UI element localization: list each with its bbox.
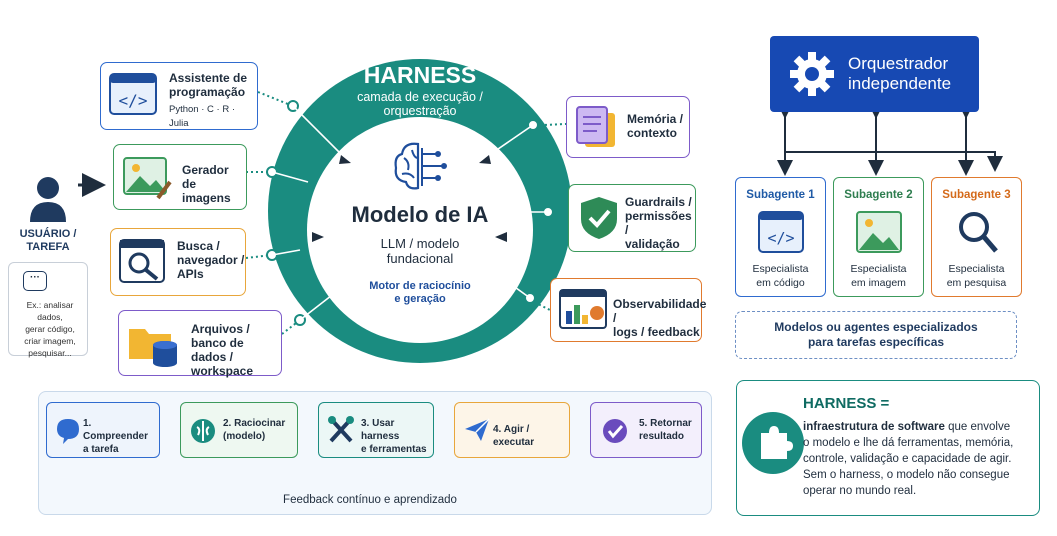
svg-text:</>: </> [119,91,148,110]
harness-ring-subtitle: camada de execução /orquestração [357,90,483,118]
puzzle-icon [741,411,805,480]
step-reason[interactable]: 2. Raciocinar(modelo) [180,402,298,458]
tool-memory-context[interactable]: Memória /contexto [566,96,690,158]
tool-files-database[interactable]: Arquivos /banco de dados /workspace [118,310,282,378]
tools-icon [327,415,355,450]
definition-title: HARNESS = [803,395,890,412]
subagent-research-title: Subagente 3 [942,189,1011,201]
connector-nodes [266,100,554,326]
tool-memory-label: Memória /contexto [627,112,684,140]
folder-database-icon [127,319,183,374]
code-window-icon: </> [758,211,804,258]
brain-circuit-icon [392,140,448,197]
image-icon [856,211,902,258]
harness-ring-title: HARNESS [363,62,477,88]
tool-observability-label: Observabilidade /logs / feedback [613,297,707,339]
orchestrator-connectors [777,103,1003,176]
user-examples: Ex.: analisar dados,gerar código, criar … [24,300,76,358]
subagent-image-title: Subagente 2 [844,189,913,201]
search-browser-icon [119,239,167,290]
step-act-label: 4. Agir / executar [493,424,535,448]
speech-bubble-icon [55,417,81,450]
tool-observability[interactable]: Observabilidade /logs / feedback [550,278,706,342]
image-paintbrush-icon [122,154,172,205]
magnifier-icon [956,209,1000,260]
user-example-card: ··· Ex.: analisar dados,gerar código, cr… [8,262,88,358]
check-circle-icon [601,417,629,450]
code-window-icon: </> [109,73,157,120]
tool-search-label: Busca /navegador /APIs [177,239,245,281]
ring-arrows [271,105,548,321]
paper-plane-icon [463,417,491,448]
tool-guardrails[interactable]: Guardrails /permissões /validação [568,184,696,252]
subagent-code-title: Subagente 1 [746,189,815,201]
user-icon [28,176,68,222]
dashboard-chart-icon [559,289,607,336]
model-title: Modelo de IA [351,202,489,227]
gear-icon [788,50,836,103]
brain-icon [189,417,217,450]
step-act[interactable]: 4. Agir / executar [454,402,570,458]
svg-text:</>: </> [767,229,794,247]
tool-search-browser[interactable]: Busca /navegador /APIs [110,228,246,296]
tool-files-label: Arquivos /banco de dados /workspace [191,322,254,378]
memory-notes-icon [575,105,619,156]
harness-definition-card: HARNESS = infraestrutura de software que… [736,380,1040,516]
feedback-label: Feedback contínuo e aprendizado [283,494,457,506]
definition-text: infraestrutura de software que envolve o… [803,421,1014,497]
shield-check-icon [579,195,619,246]
user-label: USUÁRIO /TAREFA [19,228,77,253]
model-core [307,117,533,343]
chat-bubble-icon: ··· [23,271,47,291]
step-reason-label: 2. Raciocinar(modelo) [223,418,286,442]
tool-guardrails-label: Guardrails /permissões /validação [625,195,692,251]
ring-arrowheads [312,155,507,242]
